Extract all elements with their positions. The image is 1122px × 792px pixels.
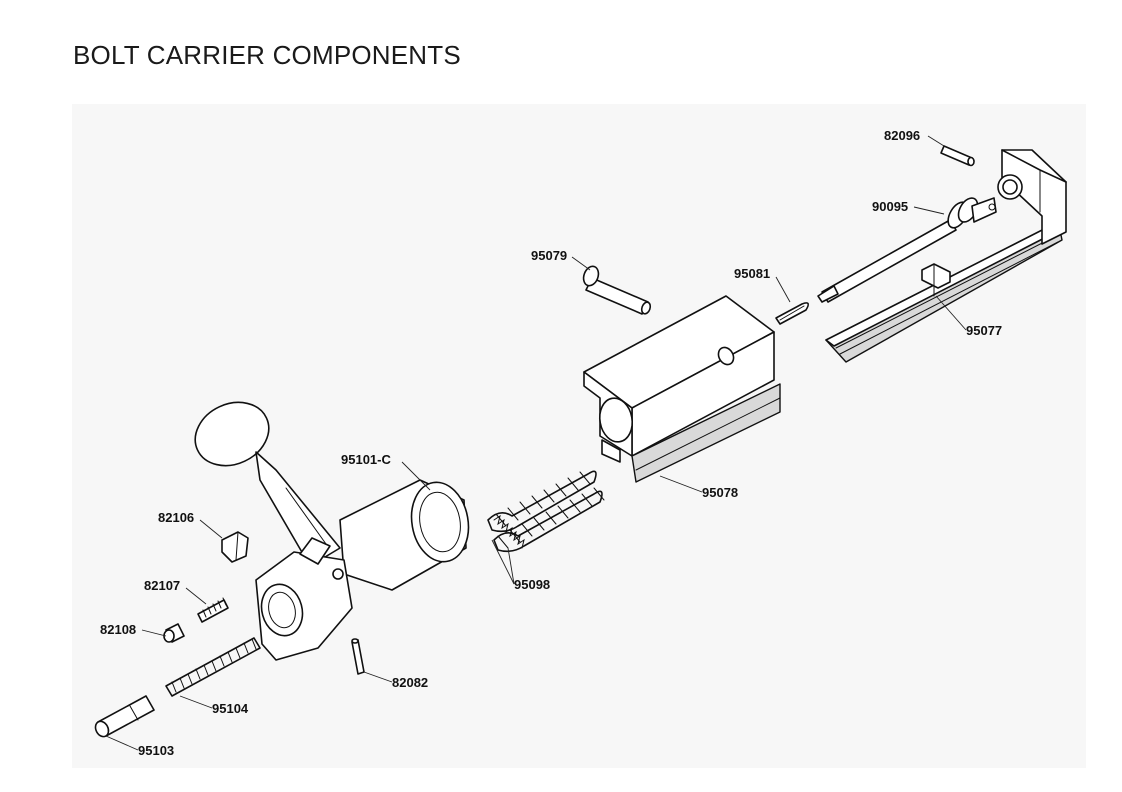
label-95077: 95077 [966,323,1002,338]
part-95103-drawing [94,695,155,738]
label-95104: 95104 [212,701,249,716]
label-95081: 95081 [734,266,770,281]
part-82108-drawing [163,623,185,643]
part-95077-drawing [825,149,1067,363]
label-82108: 82108 [100,622,136,637]
label-95098: 95098 [514,577,550,592]
label-90095: 90095 [872,199,908,214]
part-82107-drawing [197,597,229,623]
leader-lines [105,135,967,751]
page-title: BOLT CARRIER COMPONENTS [73,40,461,70]
part-82106-drawing [221,531,249,563]
label-95101-C: 95101-C [341,452,391,467]
part-95078-drawing [583,295,781,483]
part-95101-C-drawing [194,401,470,661]
label-95103: 95103 [138,743,174,758]
label-82106: 82106 [158,510,194,525]
part-82096-drawing [940,145,975,167]
label-95079: 95079 [531,248,567,263]
part-95098-drawing [487,470,605,553]
part-labels: 82096 90095 95079 95081 95077 95101-C 95… [100,128,1002,758]
label-82082: 82082 [392,675,428,690]
part-95104-drawing [165,637,261,697]
label-95078: 95078 [702,485,738,500]
part-95081-drawing [775,302,810,325]
part-82082-drawing [351,638,365,675]
part-95079-drawing [582,265,652,315]
label-82107: 82107 [144,578,180,593]
label-82096: 82096 [884,128,920,143]
part-90095-drawing [817,197,997,303]
